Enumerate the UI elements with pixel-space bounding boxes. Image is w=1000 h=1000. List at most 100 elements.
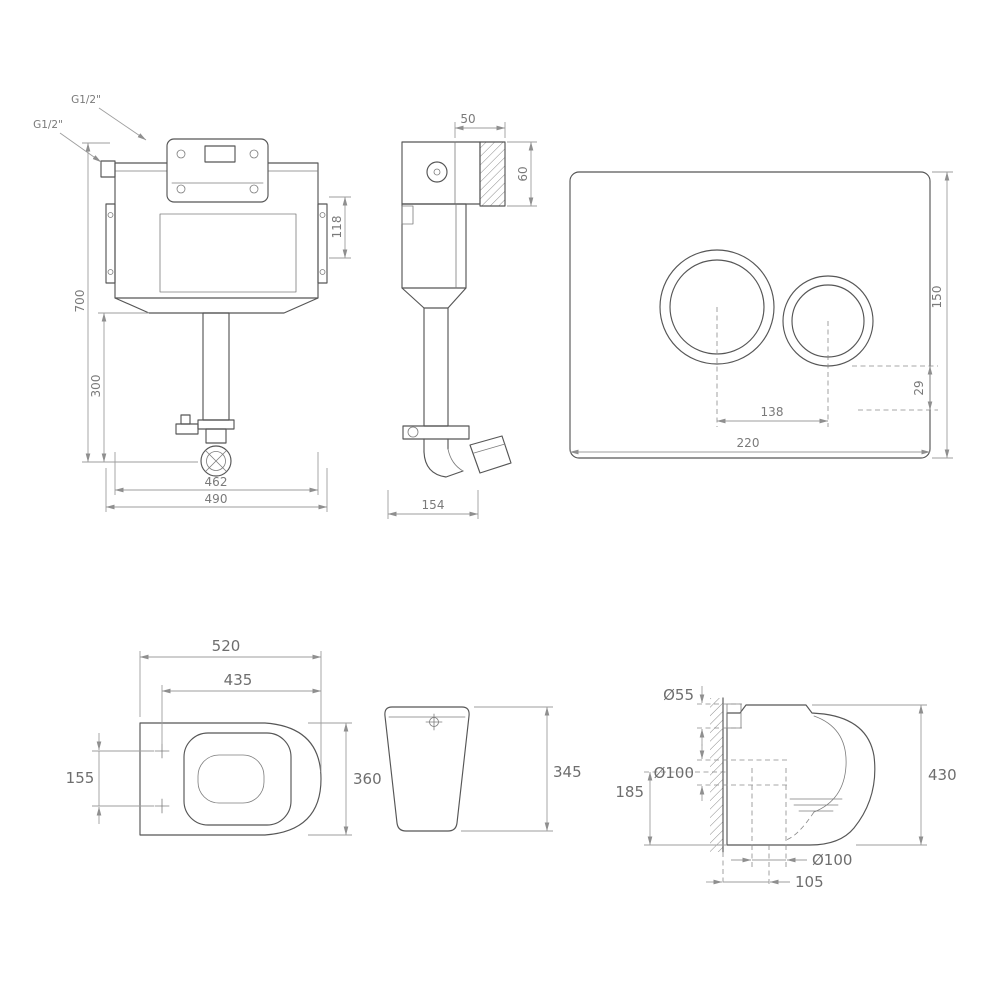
outlet-flange — [200, 445, 232, 477]
pan-rear-outline — [384, 706, 470, 832]
dim-label-345: 345 — [553, 763, 582, 781]
dim-label-138: 138 — [761, 405, 784, 419]
outlet-flange-inner — [206, 451, 226, 471]
water-inlet-fitting — [100, 160, 116, 178]
dim-label-185: 185 — [615, 783, 644, 801]
dim-label-d100-floor: Ø100 — [812, 851, 852, 869]
dim-label-d100-wall: Ø100 — [654, 764, 694, 782]
dim-label-150: 150 — [930, 286, 944, 309]
bowl-inner-profile — [813, 715, 847, 813]
flush-plate-outline — [569, 171, 931, 459]
cistern-side-dimensions: 50 60 154 — [387, 112, 537, 519]
dim-label-118: 118 — [330, 216, 344, 239]
clamp-bolt — [407, 426, 419, 438]
cistern-side-geometry — [401, 141, 512, 478]
view-pan-top: 520 435 155 360 — [66, 637, 382, 836]
wall-hatch — [710, 698, 723, 852]
dim-label-50: 50 — [460, 112, 475, 126]
dim-label-220: 220 — [737, 436, 760, 450]
side-screw-center — [433, 168, 441, 176]
elbow-outer — [423, 451, 464, 478]
panel-screw-icon — [176, 184, 186, 194]
view-cistern-side: 50 60 154 — [387, 112, 537, 519]
bracket-hole — [319, 212, 326, 218]
side-screw-icon — [426, 161, 448, 183]
pan-top-outline — [139, 722, 322, 836]
dim-label-462: 462 — [205, 475, 228, 489]
cistern-side-body — [401, 203, 467, 289]
view-pan-side: Ø55 Ø100 185 430 Ø100 105 — [615, 686, 957, 891]
valve-stub — [175, 423, 199, 435]
tank-taper — [114, 297, 319, 314]
view-flush-plate: 150 29 138 220 — [569, 171, 953, 459]
dim-label-430: 430 — [928, 766, 957, 784]
tank-inner-panel — [159, 213, 297, 293]
pipe-clamp — [402, 425, 470, 440]
dim-label-105: 105 — [795, 873, 824, 891]
dim-label-360: 360 — [353, 770, 382, 788]
bracket-hole — [319, 269, 326, 275]
mount-bracket-right — [317, 203, 328, 284]
inlet-target-cross — [425, 713, 443, 731]
flush-plate-dimensions: 150 29 138 220 — [569, 171, 953, 459]
panel-screw-icon — [249, 184, 259, 194]
outlet-cross — [205, 450, 227, 472]
cistern-side-head — [401, 141, 481, 205]
leader-inlet-top — [98, 107, 147, 141]
mount-bracket-left — [105, 203, 116, 284]
trap-hidden — [785, 811, 815, 841]
dim-label-520: 520 — [212, 637, 241, 655]
valve-collar — [197, 419, 235, 430]
pan-top-geometry — [139, 722, 322, 836]
flush-pipe — [202, 312, 230, 421]
outlet-nozzle — [469, 435, 512, 474]
dim-label-700: 700 — [73, 290, 87, 313]
wall-flange-hatched — [479, 141, 506, 207]
inlet-top-label: G1/2" — [71, 94, 101, 106]
dim-label-154: 154 — [422, 498, 445, 512]
inlet-connector — [726, 703, 742, 729]
dim-label-155: 155 — [66, 769, 95, 787]
pan-side-geometry — [710, 697, 876, 853]
view-pan-rear: 345 — [384, 706, 582, 832]
pan-side-hidden-lines — [644, 703, 815, 886]
cistern-front-dimensions: G1/2" G1/2" 700 300 118 462 490 — [33, 94, 351, 512]
fixing-cross-icon — [154, 743, 170, 759]
body-taper — [401, 287, 467, 309]
flush-plate-centerlines — [716, 307, 938, 427]
flush-plate-geometry — [569, 171, 931, 459]
pan-rear-geometry — [384, 706, 470, 832]
pan-side-outline — [726, 704, 876, 846]
leader-inlet-side — [59, 132, 102, 163]
dim-label-60: 60 — [516, 166, 530, 181]
dim-label-300: 300 — [89, 375, 103, 398]
water-level-lines — [789, 798, 843, 812]
panel-screw-icon — [249, 149, 259, 159]
bracket-hole — [107, 269, 114, 275]
access-panel-slot — [204, 145, 236, 163]
dim-label-d55: Ø55 — [663, 686, 694, 704]
body-detail — [401, 205, 414, 225]
fixing-cross-icon — [154, 798, 170, 814]
pan-side-dimensions: Ø55 Ø100 185 430 Ø100 105 — [615, 686, 957, 891]
pan-top-dimensions: 520 435 155 360 — [66, 637, 382, 836]
valve-handle — [180, 414, 191, 425]
pan-rear-dimensions: 345 — [461, 706, 582, 832]
dim-label-490: 490 — [205, 492, 228, 506]
access-panel — [166, 138, 269, 203]
side-flush-pipe — [423, 307, 449, 427]
pan-bowl-opening — [197, 754, 265, 804]
dim-label-29: 29 — [912, 380, 926, 395]
inlet-side-label: G1/2" — [33, 119, 63, 131]
dim-label-435: 435 — [224, 671, 253, 689]
view-cistern-front: G1/2" G1/2" 700 300 118 462 490 — [33, 94, 351, 512]
valve-body — [205, 428, 227, 444]
panel-screw-icon — [176, 149, 186, 159]
cistern-front-geometry — [100, 138, 328, 477]
pan-seat-outline — [183, 732, 292, 826]
outlet-nozzle-line — [473, 443, 506, 454]
bracket-hole — [107, 212, 114, 218]
flush-button-large-outer — [659, 249, 775, 365]
